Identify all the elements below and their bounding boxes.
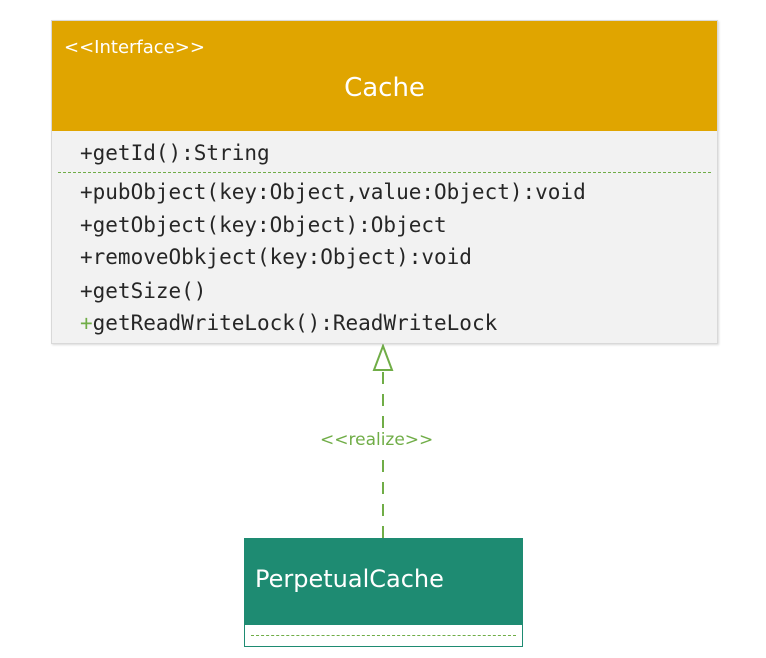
interface-stereotype: <<Interface>> <box>64 37 205 58</box>
method-getid: +getId():String <box>80 141 270 165</box>
method-getsize: +getSize() <box>80 279 207 303</box>
perpetualcache-class-box[interactable]: PerpetualCache <box>244 538 523 647</box>
perpetualcache-header: PerpetualCache <box>245 539 522 625</box>
method-getreadwritelock: +getReadWriteLock():ReadWriteLock <box>80 311 497 335</box>
perpetualcache-separator <box>251 635 516 636</box>
cache-interface-box[interactable]: <<Interface>> Cache +getId():String +pub… <box>51 20 718 344</box>
realize-label: <<realize>> <box>318 430 436 450</box>
member-separator <box>58 172 711 173</box>
method-pubobject: +pubObject(key:Object,value:Object):void <box>80 180 586 204</box>
method-visibility-plus: + <box>80 311 93 335</box>
realization-arrowhead <box>372 343 394 371</box>
method-getreadwritelock-text: getReadWriteLock():ReadWriteLock <box>92 311 498 335</box>
method-getobject: +getObject(key:Object):Object <box>80 213 447 237</box>
cache-class-name: Cache <box>344 73 425 103</box>
cache-interface-header: <<Interface>> Cache <box>52 21 717 131</box>
perpetualcache-class-name: PerpetualCache <box>255 565 444 593</box>
method-removeobkject: +removeObkject(key:Object):void <box>80 245 472 269</box>
